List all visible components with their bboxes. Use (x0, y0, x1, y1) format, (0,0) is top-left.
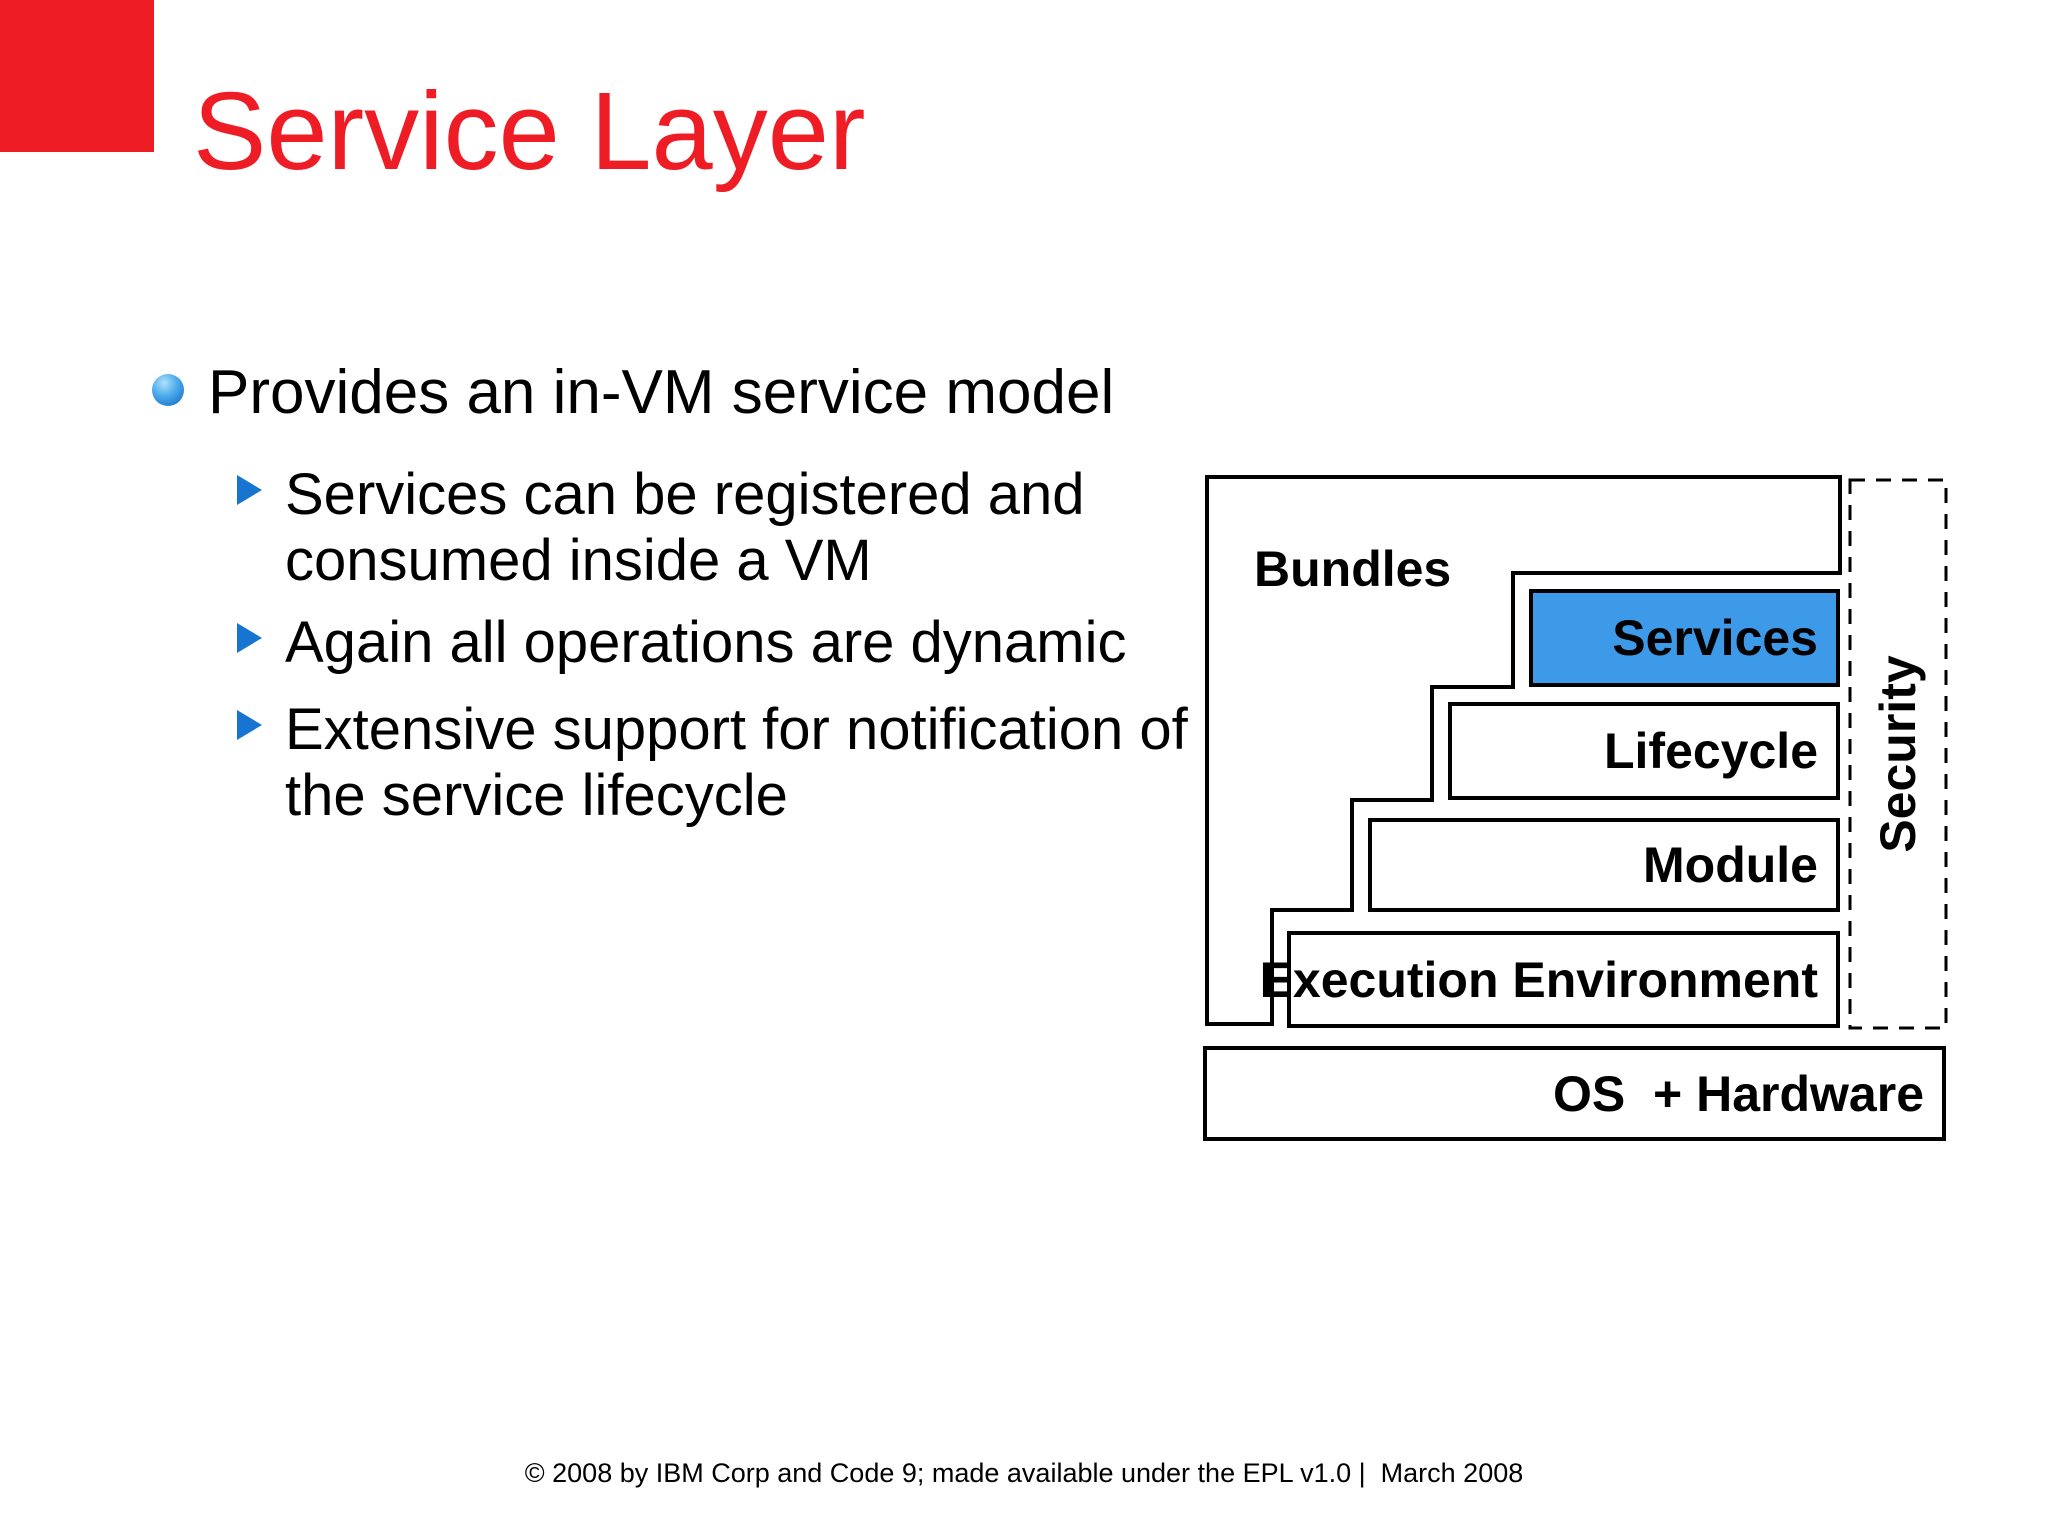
sub-bullet-row: Services can be registered and consumed … (237, 462, 1085, 594)
security-dashed-box (1848, 478, 1948, 1030)
sub-bullet-line: Services can be registered and (285, 462, 1085, 527)
execution-environment-layer-box: Execution Environment (1260, 931, 1840, 1028)
lifecycle-layer-box: Lifecycle (1448, 702, 1840, 800)
osgi-layer-diagram: Bundles Services Lifecycle Module Execut… (1200, 470, 1952, 1150)
sub-bullet-line: the service lifecycle (285, 763, 788, 828)
module-layer-label: Module (1643, 837, 1818, 893)
diagram-outline-svg (1205, 475, 1948, 1030)
footer-copyright: © 2008 by IBM Corp and Code 9; made avai… (524, 1458, 1524, 1488)
sub-bullet-text: Extensive support for notification of th… (285, 697, 1188, 829)
security-label: Security (1870, 655, 1926, 853)
sub-bullet-row: Again all operations are dynamic (237, 610, 1126, 676)
lifecycle-layer-label: Lifecycle (1603, 723, 1818, 779)
sub-bullet-text: Again all operations are dynamic (285, 610, 1126, 676)
triangle-bullet-icon (237, 710, 262, 740)
bundles-staircase-outline (1205, 475, 1842, 1026)
bundles-label: Bundles (1254, 541, 1452, 597)
services-layer-label: Services (1612, 610, 1818, 666)
triangle-bullet-icon (237, 623, 262, 653)
sub-bullet-text: Services can be registered and consumed … (285, 462, 1085, 594)
red-accent-square (0, 0, 154, 152)
sub-bullet-row: Extensive support for notification of th… (237, 697, 1188, 829)
os-hardware-box: OS + Hardware (1203, 1046, 1946, 1141)
main-bullet-row: Provides an in-VM service model (152, 358, 1114, 428)
sub-bullet-line: Again all operations are dynamic (285, 610, 1127, 675)
module-layer-box: Module (1368, 818, 1840, 912)
execution-environment-label: Execution Environment (1259, 951, 1818, 1008)
sub-bullet-line: Extensive support for notification of (285, 697, 1188, 762)
sub-bullet-line: consumed inside a VM (285, 528, 872, 593)
slide-title: Service Layer (193, 70, 866, 193)
os-hardware-label: OS + Hardware (1553, 1065, 1924, 1122)
sphere-bullet-icon (152, 374, 184, 406)
main-bullet-text: Provides an in-VM service model (208, 358, 1115, 427)
services-layer-box: Services (1529, 589, 1840, 687)
triangle-bullet-icon (237, 475, 262, 505)
